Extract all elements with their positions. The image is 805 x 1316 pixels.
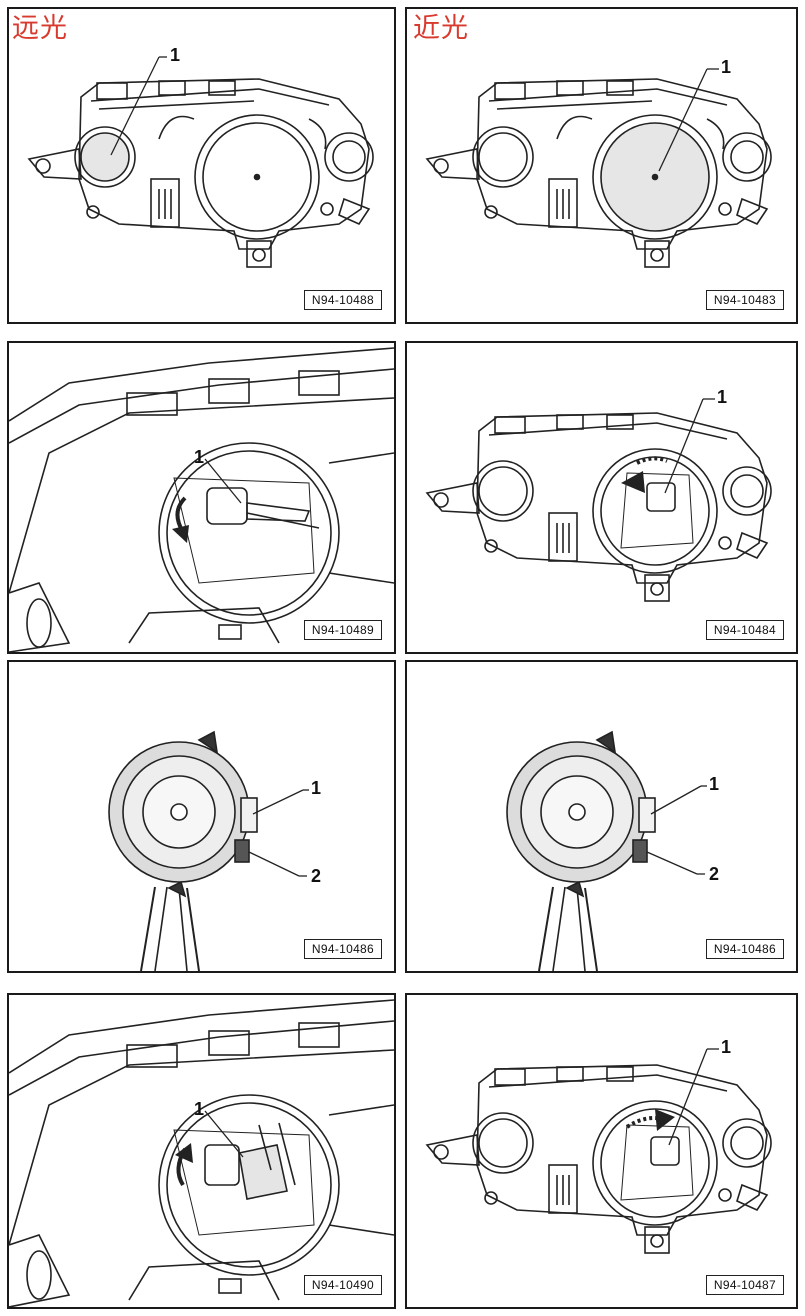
- figure-code: N94-10484: [705, 620, 784, 640]
- panel-low-beam-location: 1 近光 N94-10483: [405, 7, 798, 324]
- callout-1: 1: [721, 57, 731, 77]
- figure-code: N94-10489: [303, 620, 382, 640]
- heading-high-beam: 远光: [12, 13, 68, 44]
- callout-1: 1: [170, 45, 180, 65]
- panel-high-beam-location: 1 远光 N94-10488: [7, 7, 396, 324]
- callout-1: 1: [194, 1099, 204, 1119]
- bulb-drawing: 1 2: [506, 730, 719, 971]
- panel-high-beam-install-bulb: 1 N94-10490: [7, 993, 396, 1309]
- callout-1: 1: [709, 774, 719, 794]
- headlamp-drawing: 1: [425, 57, 772, 268]
- panel-low-beam-remove-bulb: 1 N94-10484: [405, 341, 798, 654]
- figure-code: N94-10486: [303, 939, 382, 959]
- headlamp-closeup-drawing: 1: [9, 347, 394, 652]
- panel-high-beam-bulb: 1 2 N94-10486: [7, 660, 396, 973]
- figure-code: N94-10487: [705, 1275, 784, 1295]
- headlamp-drawing: 1: [425, 387, 772, 602]
- callout-2: 2: [311, 866, 321, 886]
- headlamp-drawing: 1: [27, 45, 374, 268]
- panel-high-beam-remove-bulb: 1 N94-10489: [7, 341, 396, 654]
- figure-code: N94-10486: [705, 939, 784, 959]
- headlamp-closeup-drawing: 1: [9, 999, 394, 1307]
- panel-low-beam-bulb: 1 2 N94-10486: [405, 660, 798, 973]
- callout-1: 1: [721, 1037, 731, 1057]
- figure-code: N94-10488: [303, 290, 382, 310]
- bulb-drawing: 1 2: [108, 730, 321, 971]
- figure-code: N94-10483: [705, 290, 784, 310]
- headlamp-drawing: 1: [425, 1037, 772, 1254]
- callout-1: 1: [194, 447, 204, 467]
- figure-code: N94-10490: [303, 1275, 382, 1295]
- callout-2: 2: [709, 864, 719, 884]
- heading-low-beam: 近光: [413, 13, 469, 44]
- callout-1: 1: [311, 778, 321, 798]
- callout-1: 1: [717, 387, 727, 407]
- panel-low-beam-install-bulb: 1 N94-10487: [405, 993, 798, 1309]
